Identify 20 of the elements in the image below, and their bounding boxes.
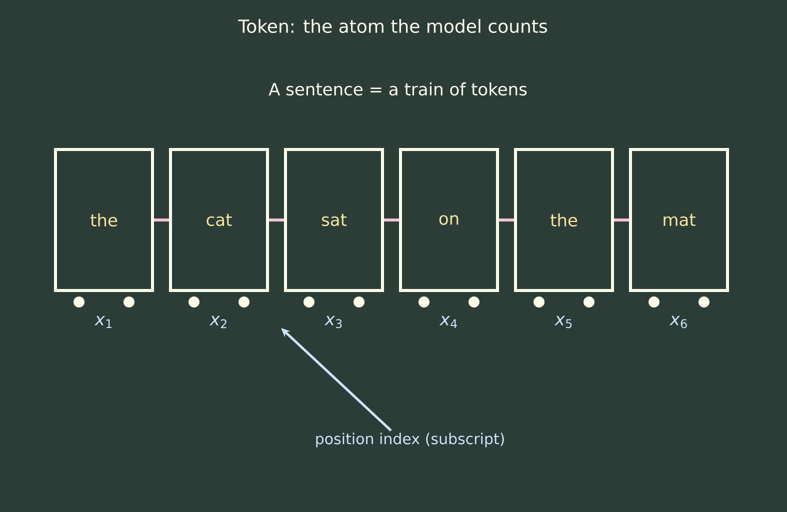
coupling-line [269,218,284,222]
train-car: the [54,148,154,308]
coupling-line [384,218,399,222]
coupling-line [154,218,169,222]
annotation-text: position index (subscript) [316,432,504,448]
position-subscript: x$_{4}$ [439,316,457,328]
position-subscript: x$_{6}$ [669,316,687,328]
position-subscript: x$_{3}$ [324,316,342,328]
train-car: on [399,148,499,308]
position-subscript: x$_{2}$ [209,316,226,328]
coupling-line [614,218,629,222]
title: Token: the atom the model counts [238,19,547,33]
subtitle: A sentence = a train of tokens [268,82,527,96]
coupling-line [499,218,514,222]
position-subscript: x$_{1}$ [94,316,112,328]
train-car: cat [169,148,269,308]
train-car: mat [629,148,729,308]
train-car: sat [284,148,384,308]
train-car: the [514,148,614,308]
position-subscript: x$_{5}$ [554,316,572,328]
